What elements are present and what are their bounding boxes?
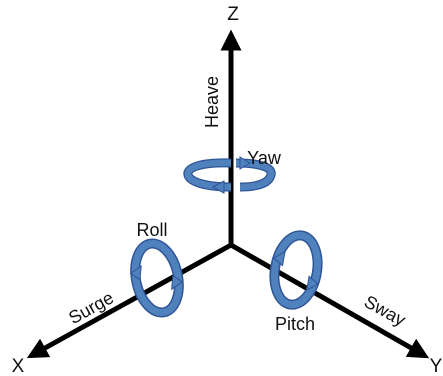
y-axis-label: Y (430, 356, 443, 376)
yaw-label: Yaw (247, 148, 282, 168)
pitch-rotation-icon (269, 230, 323, 310)
roll-label: Roll (136, 220, 167, 240)
y-axis (229, 242, 430, 359)
x-axis-label: X (12, 356, 25, 376)
yaw-rotation-icon (183, 156, 276, 194)
roll-rotation-icon (129, 238, 184, 318)
x-axis (26, 242, 233, 359)
z-axis-label: Z (227, 4, 239, 25)
heave-label: Heave (202, 76, 222, 128)
pitch-label: Pitch (275, 314, 315, 334)
